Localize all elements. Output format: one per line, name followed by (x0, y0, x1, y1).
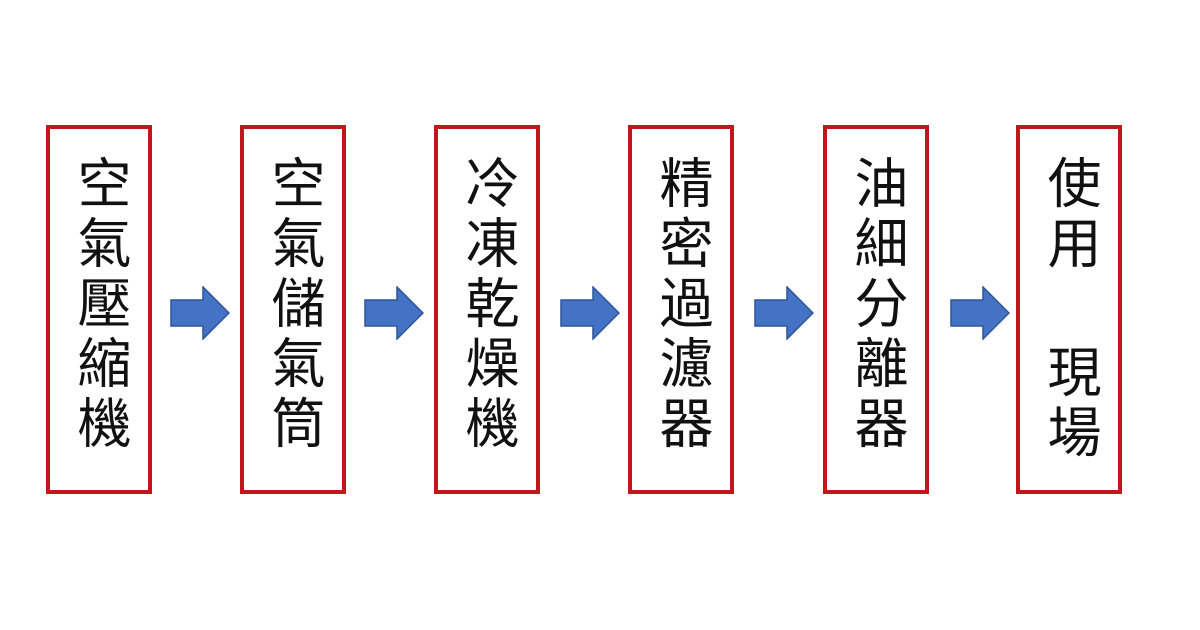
step-label: 冷凍乾燥機 (456, 155, 519, 455)
step-box-refrigerated-dryer: 冷凍乾燥機 (434, 125, 540, 494)
step-label: 空氣儲氣筒 (262, 155, 325, 455)
right-arrow-icon (950, 286, 1010, 340)
step-label: 空氣壓縮機 (68, 155, 131, 455)
right-arrow-icon (754, 286, 814, 340)
step-box-oil-separator: 油細分離器 (823, 125, 929, 494)
step-label: 精密過濾器 (650, 155, 713, 455)
right-arrow-icon (170, 286, 230, 340)
step-box-point-of-use: 使用 現場 (1016, 125, 1122, 494)
right-arrow-icon (364, 286, 424, 340)
step-box-air-receiver-tank: 空氣儲氣筒 (240, 125, 346, 494)
step-box-precision-filter: 精密過濾器 (628, 125, 734, 494)
step-label: 油細分離器 (845, 155, 908, 455)
right-arrow-icon (560, 286, 620, 340)
step-label: 使用 現場 (1038, 155, 1101, 464)
step-box-air-compressor: 空氣壓縮機 (46, 125, 152, 494)
